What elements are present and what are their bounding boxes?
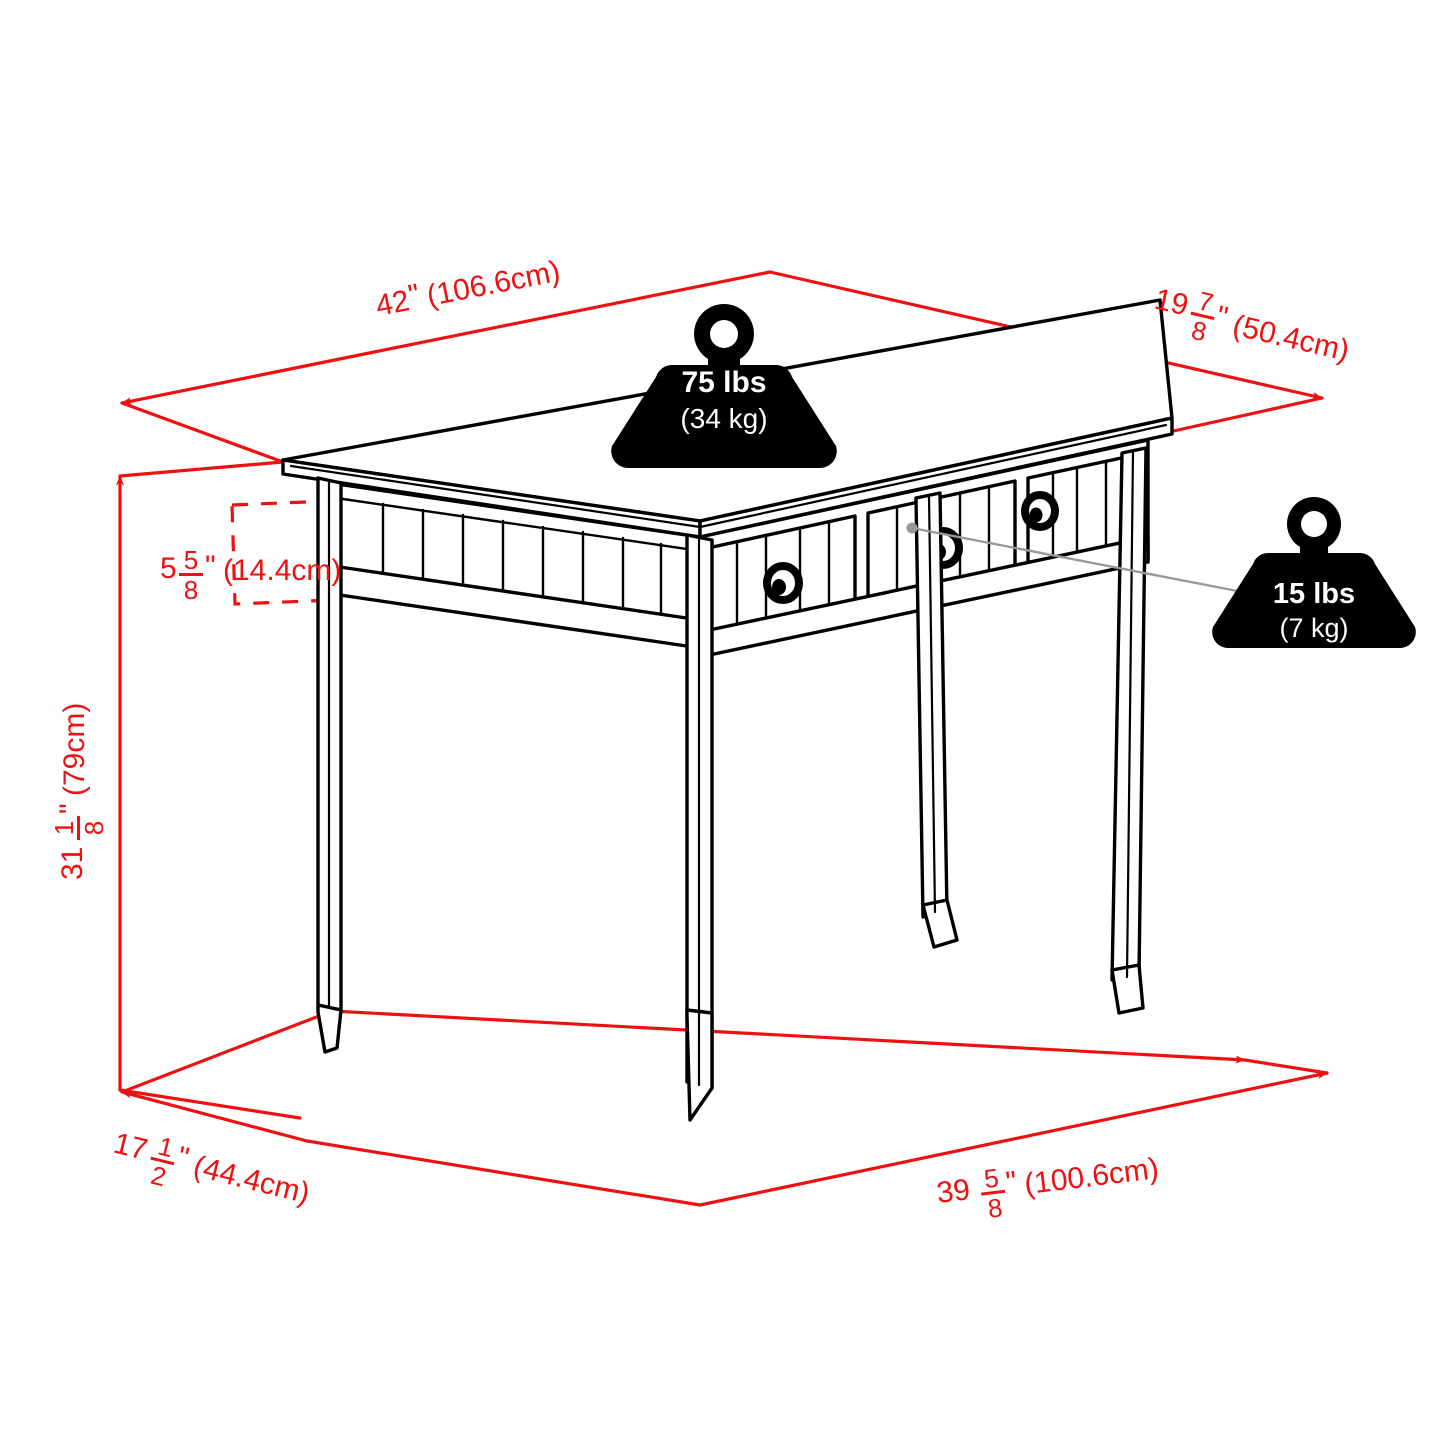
drawer-weight-leader-line [906, 522, 1259, 597]
dim-frac-den-8: 8 [986, 1192, 1004, 1224]
weight-icon [1212, 497, 1416, 648]
dim-frac-num-7: 7 [1195, 285, 1216, 317]
dim-whole-17: 17 [110, 1127, 150, 1167]
badge-lbs-label-75: 75 lbs [681, 366, 766, 399]
floor-plane-back-right [330, 1009, 1247, 1064]
dim-whole-39: 39 [935, 1173, 972, 1210]
dim-metric-14: (14.4cm) [223, 554, 341, 587]
dim-metric-100: (100.6cm) [1022, 1152, 1160, 1201]
dim-frac-num-5: 5 [982, 1163, 1000, 1195]
drawer-height-dashed-box [230, 499, 335, 606]
tabletop-bevel-right [698, 423, 1168, 529]
tabletop-right-edge [698, 416, 1174, 539]
dim-whole-42: 42 [373, 284, 412, 323]
drawer-right-knob [1021, 491, 1059, 531]
leg-back-left-foot [316, 1003, 343, 1054]
dim-metric-106: (106.6cm) [424, 255, 563, 313]
floor-plane-back-left [120, 1009, 334, 1094]
leg-back-right-inner [927, 494, 937, 914]
side-apron-inner-top [341, 497, 696, 552]
weight-badge-drawer: 15 lbs (7 kg) [1212, 497, 1416, 648]
weight-badge-tabletop: 75 lbs (34 kg) [611, 304, 837, 468]
dimline-tabletop-width [120, 270, 772, 406]
dim-unit-inch: " [1213, 300, 1231, 335]
leg-back-right-foot [921, 898, 959, 949]
badge-kg-label-34: (34 kg) [680, 403, 767, 434]
dimline-width-extension [120, 401, 285, 464]
dimension-lines-group [116, 270, 1329, 1207]
leg-front-right-foot [1110, 963, 1145, 1015]
leg-front-left-taper [490, 1010, 530, 1120]
dim-frac-den-8: 8 [1189, 315, 1210, 347]
dimline-height-top-tick [118, 460, 285, 478]
floor-plane-front-right [698, 1071, 1329, 1207]
fraction-bar [1190, 311, 1215, 320]
dim-label-drawer-apron-height: 5 5 8 " (14.4cm) [160, 545, 341, 605]
dim-whole-31: 31 [56, 847, 89, 880]
dim-metric-44: (44.4cm) [190, 1150, 313, 1211]
fraction-bar [77, 816, 80, 840]
dim-whole-5: 5 [160, 552, 177, 585]
dim-whole-19: 19 [1151, 283, 1191, 323]
dim-unit-inch: " [174, 1141, 192, 1176]
fraction-bar [981, 1189, 1006, 1196]
dim-frac-den-8: 8 [79, 821, 109, 835]
dim-unit-inch: " [205, 550, 216, 583]
dimline-height-bottom-ext [118, 1088, 302, 1120]
dimline-depth-extension [1158, 396, 1324, 436]
dim-frac-num-1: 1 [155, 1131, 176, 1164]
fraction-bar [179, 573, 203, 576]
badge-kg-label-7: (7 kg) [1279, 613, 1348, 643]
dim-label-tabletop-width: 42 " (106.6cm) [373, 255, 563, 323]
dim-frac-den-8: 8 [184, 575, 198, 605]
dimline-legspan-depth [120, 1090, 309, 1143]
tabletop-bevel-left [289, 464, 702, 529]
drawer-left-knob [763, 562, 803, 604]
floor-plane-right-edge [1243, 1058, 1329, 1075]
dim-frac-num-1: 1 [49, 821, 79, 835]
fraction-bar [150, 1156, 175, 1166]
floor-plane-front-left [305, 1139, 702, 1207]
dim-unit-inch: " [1004, 1165, 1019, 1199]
dim-metric-50: (50.4cm) [1230, 309, 1353, 368]
dim-label-overall-height: 31 1 8 " (79cm) [49, 703, 109, 880]
weight-icon [611, 304, 837, 468]
side-apron-slats [381, 502, 663, 625]
dim-metric-79: (79cm) [58, 703, 91, 796]
dim-unit-inch: " [54, 803, 87, 814]
leg-front-right-inner [1125, 449, 1135, 979]
dim-label-legspan-width: 39 5 8 " (100.6cm) [935, 1152, 1161, 1224]
dim-frac-den-2: 2 [148, 1160, 169, 1193]
badge-lbs-label-15: 15 lbs [1273, 578, 1355, 610]
dim-frac-num-5: 5 [184, 545, 198, 575]
